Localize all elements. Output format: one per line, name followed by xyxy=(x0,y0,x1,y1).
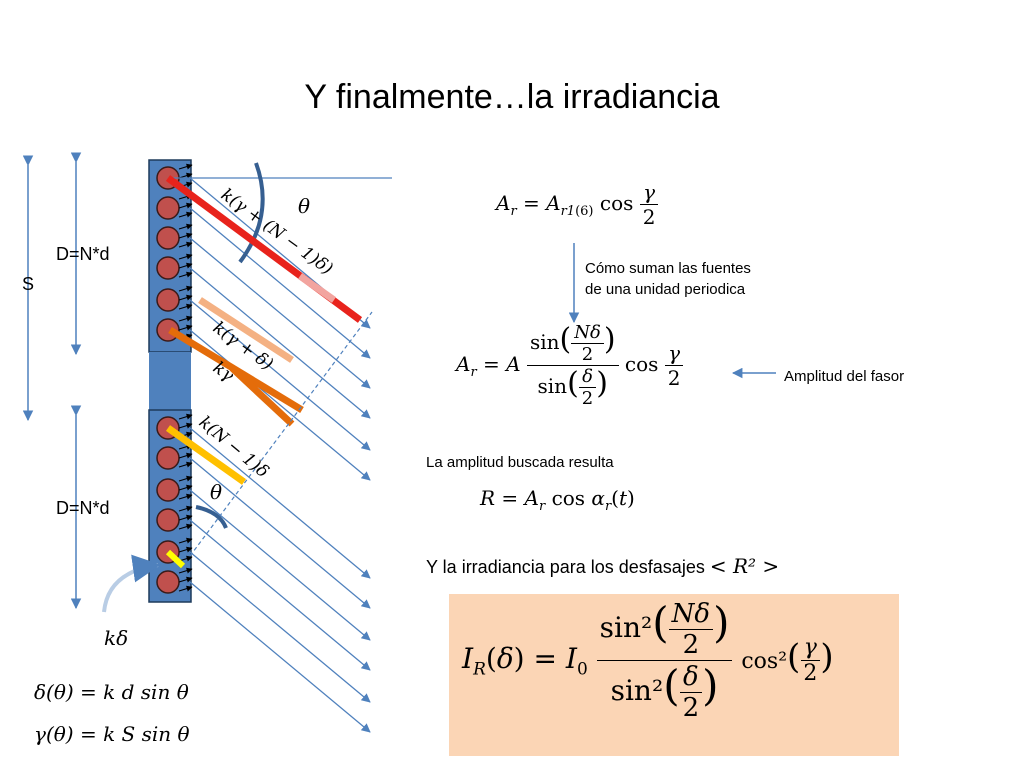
label-D-bottom: D=N*d xyxy=(56,498,110,518)
irradiancia-text: Y la irradiancia para los desfasajes xyxy=(426,557,705,577)
diffracted-ray-9 xyxy=(189,489,371,641)
bottom-wavelet-arrow xyxy=(178,537,193,544)
top-slit-3 xyxy=(156,226,180,250)
top-wavelet-arrow xyxy=(178,232,193,239)
irradiance-highlight-box xyxy=(449,594,899,756)
diffracted-ray-11 xyxy=(189,551,371,703)
diffracted-ray-10 xyxy=(189,519,371,671)
top-wavelet-arrow xyxy=(178,315,193,322)
delta-definition: δ(θ) = k d sin θ xyxy=(34,680,189,704)
top-wavelet-arrow xyxy=(178,163,193,170)
bottom-wavelet-arrow xyxy=(178,461,193,468)
top-wavelet-arrow xyxy=(178,172,193,179)
equation-R: R = Ar cos αr(t) xyxy=(480,486,635,514)
top-wavelet-arrow xyxy=(178,271,193,278)
bottom-slit-4 xyxy=(156,508,180,532)
path-bar-yellow xyxy=(165,425,247,485)
label-k-gamma: kγ xyxy=(209,358,238,387)
top-wavelet-arrow xyxy=(178,324,193,331)
bottom-wavelet-arrow xyxy=(178,475,193,482)
label-S: S xyxy=(22,274,35,294)
wavefront-dashed xyxy=(189,311,373,557)
path-bar-orange-2 xyxy=(229,365,295,427)
top-wavelet-arrow xyxy=(178,294,193,301)
k-delta-pointer xyxy=(102,554,161,613)
note-como-suman: Cómo suman las fuentes de una unidad per… xyxy=(585,258,751,300)
top-wavelet-arrow xyxy=(178,202,193,209)
bottom-wavelet-arrow xyxy=(178,505,193,512)
bottom-wavelet-arrow xyxy=(178,484,193,491)
theta-top-label: θ xyxy=(298,194,311,218)
bottom-wavelet-arrow xyxy=(178,523,193,530)
label-k-gamma-N: k(γ + (N − 1)δ) xyxy=(217,185,336,279)
note-amplitud-fasor: Amplitud del fasor xyxy=(784,368,905,385)
grating-spacer xyxy=(149,352,191,410)
irradiancia-statement: Y la irradiancia para los desfasajes < R… xyxy=(426,554,779,578)
theta-bottom-label: θ xyxy=(210,480,223,504)
diffracted-ray-8 xyxy=(189,457,371,609)
top-slit-4 xyxy=(156,256,180,280)
diffracted-ray-6 xyxy=(189,329,371,481)
top-wavelet-arrow xyxy=(178,262,193,269)
top-slit-5 xyxy=(156,288,180,312)
bottom-wavelet-arrow xyxy=(178,452,193,459)
diffracted-ray-2 xyxy=(189,207,371,359)
note-como-suman-line2: de una unidad periodica xyxy=(585,281,746,298)
slide-title: Y finalmente…la irradiancia xyxy=(304,78,720,116)
top-wavelet-arrow xyxy=(178,285,193,292)
theta-arc-top xyxy=(238,162,265,264)
diffracted-ray-3 xyxy=(189,237,371,389)
top-wavelet-arrow xyxy=(178,211,193,218)
label-D-top: D=N*d xyxy=(56,244,110,264)
bottom-slit-2 xyxy=(156,446,180,470)
bottom-slit-3 xyxy=(156,478,180,502)
theta-arc-bottom xyxy=(195,505,228,529)
bottom-wavelet-arrow xyxy=(178,514,193,521)
top-wavelet-arrow xyxy=(178,253,193,260)
bottom-slit-6 xyxy=(156,570,180,594)
label-k-delta: kδ xyxy=(104,626,129,650)
irradiancia-symbol: < R² > xyxy=(709,554,780,578)
note-como-suman-line1: Cómo suman las fuentes xyxy=(585,260,751,277)
path-bar-red-light xyxy=(297,273,337,303)
bottom-wavelet-arrow xyxy=(178,546,193,553)
bottom-wavelet-arrow xyxy=(178,585,193,592)
top-wavelet-arrow xyxy=(178,223,193,230)
bottom-wavelet-arrow xyxy=(178,422,193,429)
bottom-wavelet-arrow xyxy=(178,493,193,500)
path-bar-orange-light xyxy=(198,297,294,363)
top-slit-2 xyxy=(156,196,180,220)
note-amplitud-buscada: La amplitud buscada resulta xyxy=(426,454,614,471)
top-wavelet-arrow xyxy=(178,241,193,248)
top-wavelet-arrow xyxy=(178,303,193,310)
diffracted-ray-7 xyxy=(189,427,371,579)
diffracted-ray-4 xyxy=(189,267,371,419)
bottom-wavelet-arrow xyxy=(178,576,193,583)
bottom-wavelet-arrow xyxy=(178,413,193,420)
diffracted-ray-5 xyxy=(189,299,371,451)
gamma-definition: γ(θ) = k S sin θ xyxy=(34,722,190,746)
path-bar-yellow-small xyxy=(165,549,186,569)
diffracted-ray-12 xyxy=(189,581,371,733)
bottom-wavelet-arrow xyxy=(178,567,193,574)
